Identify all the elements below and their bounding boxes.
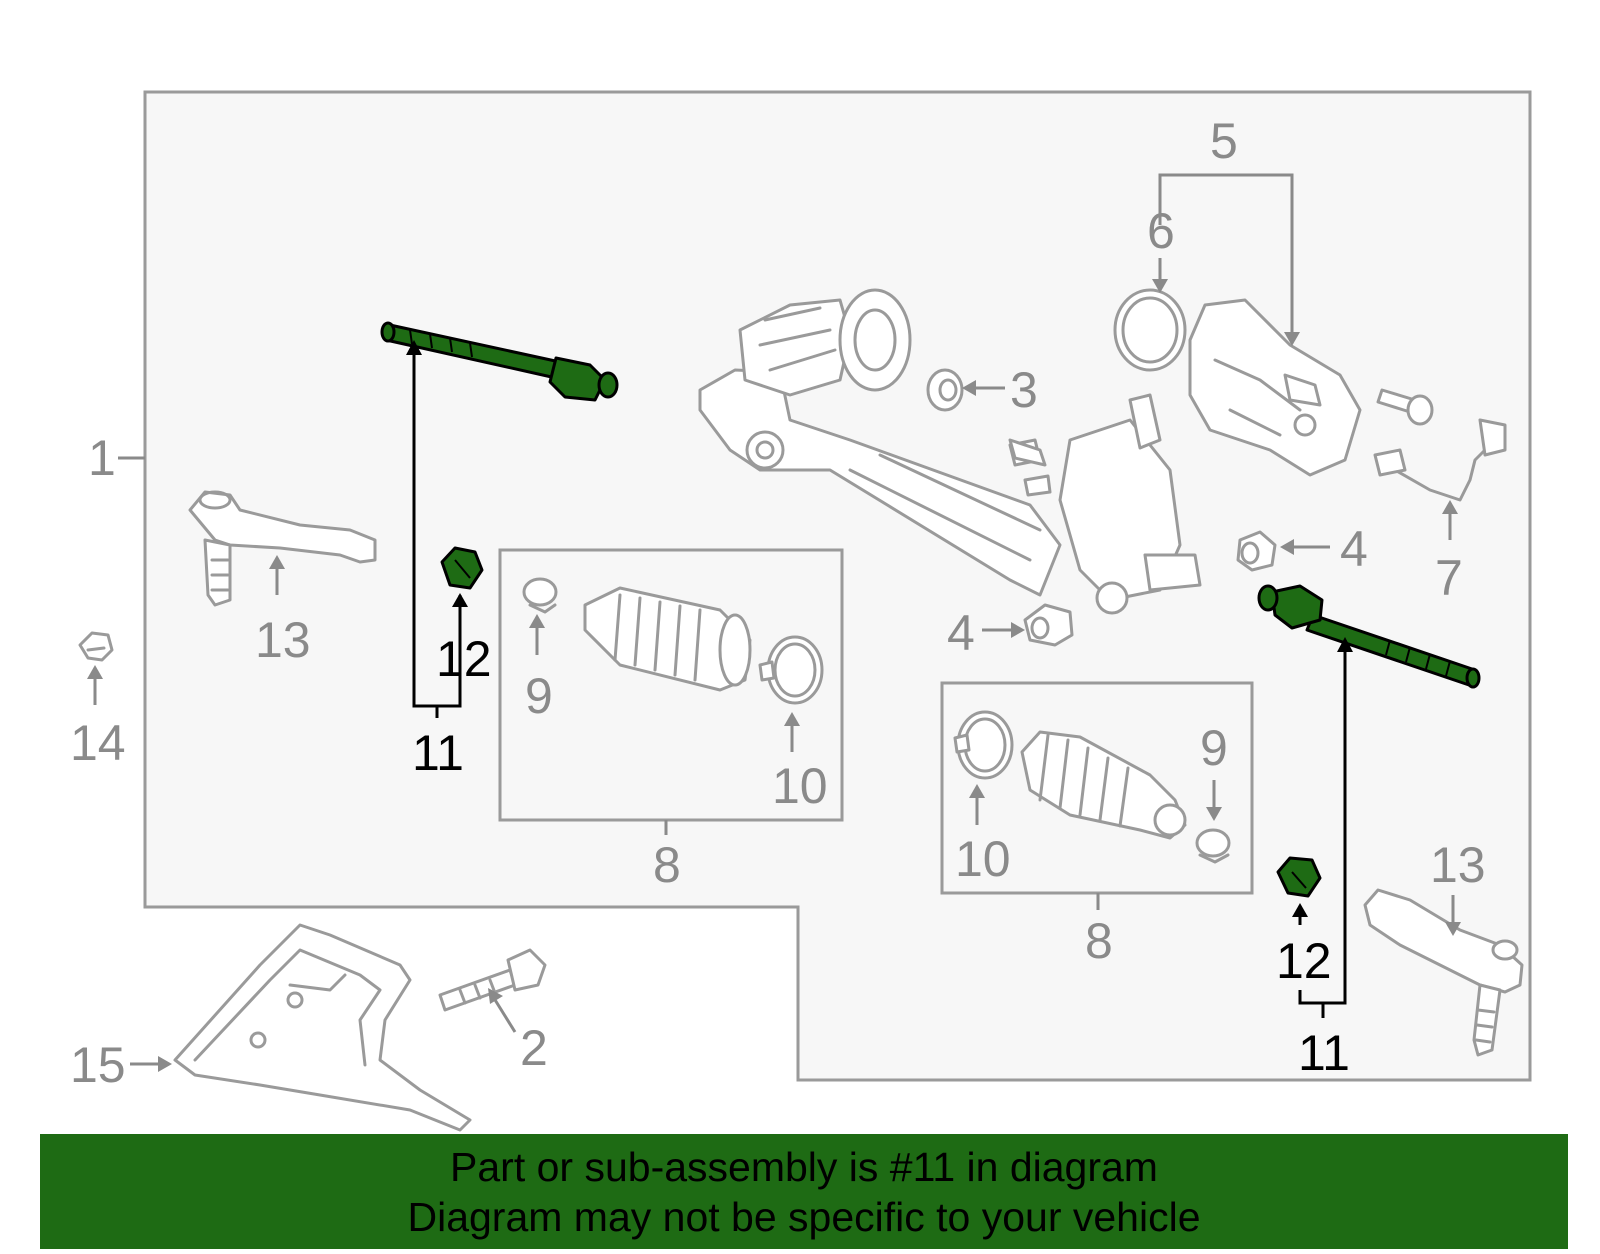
svg-text:9: 9 [1200, 720, 1228, 776]
part-clip [1008, 438, 1047, 467]
part-bolt-motor [1376, 388, 1434, 426]
callout-6[interactable]: 6 [1147, 203, 1175, 293]
callout-7[interactable]: 7 [1435, 500, 1463, 606]
svg-text:10: 10 [772, 758, 828, 814]
part-5-motor-assembly [1188, 298, 1362, 477]
svg-text:9: 9 [525, 668, 553, 724]
svg-text:3: 3 [1010, 362, 1038, 418]
svg-text:13: 13 [1430, 837, 1486, 893]
svg-text:12: 12 [1276, 933, 1332, 989]
callout-3[interactable]: 3 [962, 362, 1038, 418]
svg-text:2: 2 [520, 1020, 548, 1076]
part-12-jam-nut-left [440, 546, 484, 590]
part-6-o-ring [1113, 288, 1187, 372]
caption-line-1: Part or sub-assembly is #11 in diagram [450, 1143, 1158, 1190]
svg-text:12: 12 [436, 631, 492, 687]
steering-gear-rack [698, 288, 1202, 615]
svg-text:4: 4 [1340, 521, 1368, 577]
callout-9-right[interactable]: 9 [1200, 720, 1228, 821]
caption-banner: Part or sub-assembly is #11 in diagram D… [40, 1134, 1568, 1249]
callout-10-left[interactable]: 10 [772, 712, 828, 814]
callout-4-left[interactable]: 4 [947, 605, 1025, 661]
part-14-clip [78, 631, 114, 662]
svg-text:8: 8 [653, 837, 681, 893]
svg-text:15: 15 [70, 1037, 126, 1093]
callout-9-left[interactable]: 9 [525, 614, 553, 724]
callout-13-right[interactable]: 13 [1430, 837, 1486, 936]
svg-text:5: 5 [1210, 113, 1238, 169]
part-4-bushing-right [1236, 530, 1277, 572]
boot-kit-box-left [498, 548, 844, 822]
callout-2[interactable]: 2 [488, 988, 548, 1076]
svg-text:6: 6 [1147, 203, 1175, 259]
callout-8-right[interactable]: 8 [1085, 893, 1113, 969]
callout-10-right[interactable]: 10 [955, 784, 1011, 887]
callout-5[interactable]: 5 [1158, 113, 1300, 346]
callout-8-left[interactable]: 8 [653, 820, 681, 893]
part-13-tie-rod-end-right [1363, 888, 1524, 1057]
part-9-clamp-left [522, 577, 558, 614]
callout-12-left[interactable]: 12 [436, 593, 492, 687]
svg-text:10: 10 [955, 831, 1011, 887]
part-8-boot-left [583, 586, 752, 692]
svg-text:1: 1 [88, 430, 116, 486]
svg-text:4: 4 [947, 605, 975, 661]
callout-11-left[interactable]: 11 [406, 340, 464, 781]
caption-line-2: Diagram may not be specific to your vehi… [407, 1193, 1201, 1240]
callout-1[interactable]: 1 [88, 430, 145, 486]
svg-text:11: 11 [412, 725, 464, 781]
svg-text:11: 11 [1298, 1025, 1350, 1081]
callout-13-left[interactable]: 13 [255, 555, 311, 668]
part-8-boot-right [1020, 730, 1187, 840]
part-12-jam-nut-right [1276, 856, 1322, 898]
part-15-heat-shield [173, 923, 472, 1132]
callout-12-right[interactable]: 12 [1276, 903, 1332, 989]
svg-text:8: 8 [1085, 913, 1113, 969]
svg-text:13: 13 [255, 612, 311, 668]
svg-text:14: 14 [70, 715, 126, 771]
part-2-bolt [438, 948, 547, 1012]
callout-15[interactable]: 15 [70, 1037, 172, 1093]
part-3-nut [926, 368, 964, 412]
part-11-inner-tie-rod-right [1257, 584, 1481, 689]
part-10-clamp-left [758, 635, 824, 705]
part-10-clamp-right [953, 710, 1014, 780]
svg-text:7: 7 [1435, 550, 1463, 606]
assembly-panel [143, 90, 1532, 1082]
callout-14[interactable]: 14 [70, 665, 126, 771]
part-4-bushing-left [1023, 603, 1074, 647]
callout-11-right[interactable]: 11 [1298, 637, 1353, 1081]
part-11-inner-tie-rod-left [380, 321, 619, 402]
part-7-wire-harness [1373, 418, 1507, 502]
part-13-tie-rod-end-left [188, 490, 377, 607]
part-9-clamp-right [1195, 828, 1231, 864]
callout-4-right[interactable]: 4 [1280, 521, 1368, 577]
